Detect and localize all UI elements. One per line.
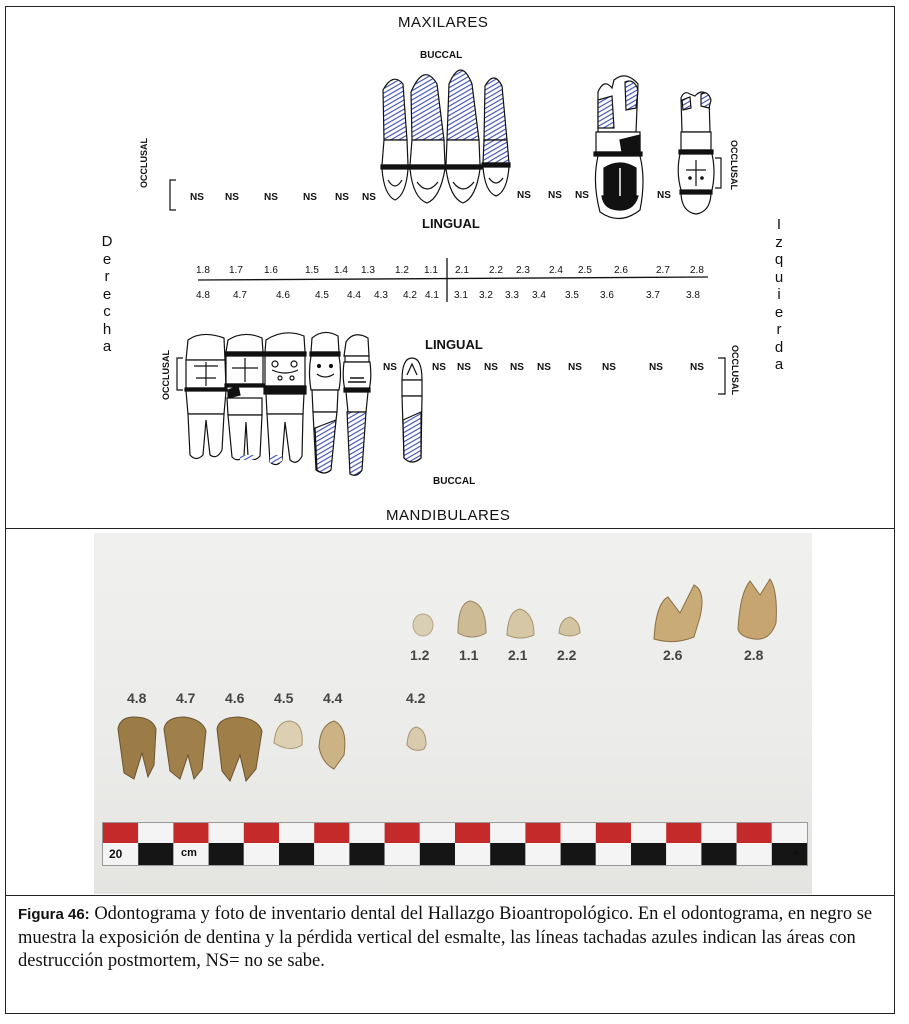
scale-cell-top [314, 823, 349, 843]
photo-tooth-4-6 [217, 717, 262, 781]
scale-cell-bottom [209, 843, 244, 865]
photo-label-2-1: 2.1 [508, 647, 527, 663]
scale-cell-top [525, 823, 560, 843]
caption-text: Odontograma y foto de inventario dental … [18, 904, 872, 971]
bracket-lower-right [177, 358, 183, 390]
scale-cell-top [420, 823, 455, 843]
bracket-lower-left [718, 358, 725, 394]
scale-number: 20 [109, 847, 122, 861]
scale-cell-top [490, 823, 525, 843]
scale-cell-top [666, 823, 701, 843]
upper-tooth-2-6 [594, 76, 643, 219]
photo-label-2-2: 2.2 [557, 647, 576, 663]
scale-cell-bottom [420, 843, 455, 865]
bracket-upper-right [170, 180, 176, 210]
lower-tooth-4-7 [225, 334, 264, 460]
scale-cell-top [209, 823, 244, 843]
lower-tooth-4-6 [264, 333, 306, 465]
photo-tooth-4-8 [118, 717, 156, 779]
lower-tooth-4-4 [343, 335, 371, 476]
dental-inventory-photo: 1.2 1.1 2.1 2.2 2.6 2.8 4.8 4.7 4.6 4.5 … [94, 533, 812, 894]
scale-cell-top [385, 823, 420, 843]
photo-label-2-8: 2.8 [744, 647, 763, 663]
photo-tooth-1-2 [413, 614, 433, 636]
scale-bar-checks [103, 823, 807, 865]
scale-cell-top [701, 823, 736, 843]
scale-cell-bottom [279, 843, 314, 865]
upper-tooth-2-1 [445, 70, 482, 203]
scale-cell-top [631, 823, 666, 843]
number-axis-line [198, 277, 708, 280]
scale-cell-top [596, 823, 631, 843]
scale-cell-bottom [490, 843, 525, 865]
scale-cell-bottom [737, 843, 772, 865]
scale-cell-top [455, 823, 490, 843]
photo-tooth-2-8 [738, 579, 776, 639]
photo-tooth-1-1 [458, 601, 486, 637]
odontogram-drawing [0, 0, 909, 530]
scale-cell-bottom [244, 843, 279, 865]
scale-cell-bottom [314, 843, 349, 865]
lower-tooth-4-5 [310, 332, 341, 473]
scale-cell-bottom [596, 843, 631, 865]
scale-cell-top [173, 823, 208, 843]
photo-label-4-8: 4.8 [127, 690, 146, 706]
scale-unit: cm [181, 847, 197, 859]
bracket-upper-left [715, 158, 721, 188]
photo-tooth-4-4 [319, 721, 345, 769]
photo-label-4-5: 4.5 [274, 690, 293, 706]
photo-tooth-2-6 [654, 585, 702, 642]
scale-cell-bottom [349, 843, 384, 865]
photo-tooth-2-2 [559, 617, 580, 636]
scale-cell-top [561, 823, 596, 843]
photo-tooth-4-7 [164, 717, 206, 779]
photo-label-2-6: 2.6 [663, 647, 682, 663]
upper-tooth-2-8 [678, 92, 714, 214]
scale-cell-bottom [525, 843, 560, 865]
lower-tooth-4-8 [185, 334, 227, 458]
scale-cell-bottom [455, 843, 490, 865]
photo-tooth-4-2 [407, 727, 426, 750]
photo-label-1-1: 1.1 [459, 647, 478, 663]
upper-tooth-2-2 [482, 78, 510, 196]
scale-cell-top [244, 823, 279, 843]
upper-tooth-1-1 [409, 75, 446, 203]
scale-bar: 20 cm ▲ [102, 822, 808, 866]
scale-cell-bottom [385, 843, 420, 865]
scale-cell-bottom [561, 843, 596, 865]
figure-separator-2 [5, 895, 895, 896]
figure-caption: Figura 46: Odontograma y foto de inventa… [18, 903, 888, 974]
scale-cell-bottom [701, 843, 736, 865]
photo-label-4-4: 4.4 [323, 690, 342, 706]
upper-tooth-1-2 [381, 79, 409, 200]
scale-cell-top [103, 823, 138, 843]
scale-cell-top [737, 823, 772, 843]
scale-cell-top [349, 823, 384, 843]
photo-tooth-4-5 [274, 721, 302, 749]
scale-cell-bottom [631, 843, 666, 865]
scale-cell-top [138, 823, 173, 843]
scale-cell-top [279, 823, 314, 843]
scale-arrow-icon: ▲ [791, 846, 802, 858]
scale-cell-top [772, 823, 807, 843]
photo-tooth-2-1 [507, 609, 534, 638]
scale-cell-bottom [666, 843, 701, 865]
caption-label: Figura 46: [18, 906, 90, 923]
scale-cell-bottom [138, 843, 173, 865]
photo-label-1-2: 1.2 [410, 647, 429, 663]
photo-label-4-6: 4.6 [225, 690, 244, 706]
lower-tooth-4-2 [402, 358, 422, 462]
photo-label-4-2: 4.2 [406, 690, 425, 706]
photo-label-4-7: 4.7 [176, 690, 195, 706]
